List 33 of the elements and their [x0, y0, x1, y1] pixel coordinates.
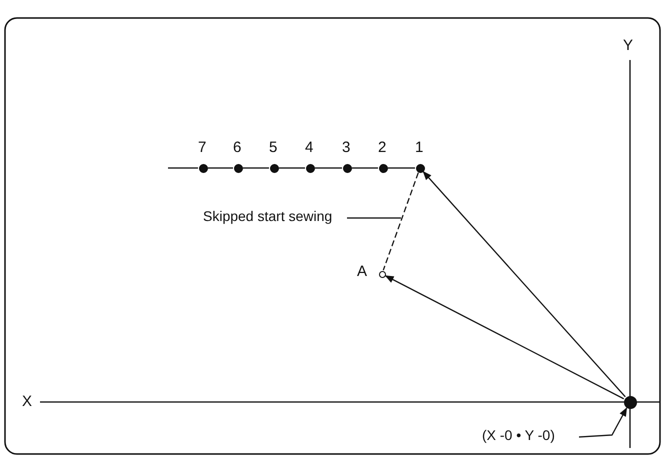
stitch-point	[378, 164, 388, 172]
origin-point	[624, 396, 636, 408]
stitch-point	[416, 164, 424, 172]
arrow	[384, 275, 624, 400]
point-label: 1	[415, 140, 424, 156]
stitch-point	[342, 164, 352, 172]
stitch-line	[315, 167, 342, 169]
point-label: 5	[269, 140, 278, 156]
axis-label: Y	[623, 38, 634, 54]
stitch-line	[168, 167, 198, 169]
stitch-line	[208, 167, 233, 169]
arrow	[422, 171, 626, 398]
axis-label: X	[22, 394, 32, 410]
point-label: 7	[198, 140, 206, 156]
leader-line	[578, 407, 628, 438]
point-label: 3	[342, 140, 350, 156]
point-label: 2	[378, 140, 386, 156]
dashed-line	[382, 172, 419, 270]
leader-line	[347, 217, 401, 219]
point-label: 4	[305, 140, 314, 156]
start-point	[378, 270, 386, 278]
stitch-point	[306, 164, 314, 172]
point-label: 6	[233, 140, 242, 156]
callout-text: Skipped start sewing	[203, 208, 332, 224]
stitch-point	[198, 164, 208, 172]
stitch-point	[270, 164, 278, 172]
coordinate-label: (X -0 • Y -0)	[482, 427, 555, 443]
stitch-point	[234, 164, 242, 172]
stitch-line	[279, 167, 305, 169]
stitch-line	[388, 167, 415, 169]
point-label: A	[357, 264, 368, 280]
stitch-line	[243, 167, 269, 169]
stitch-line	[352, 167, 378, 169]
